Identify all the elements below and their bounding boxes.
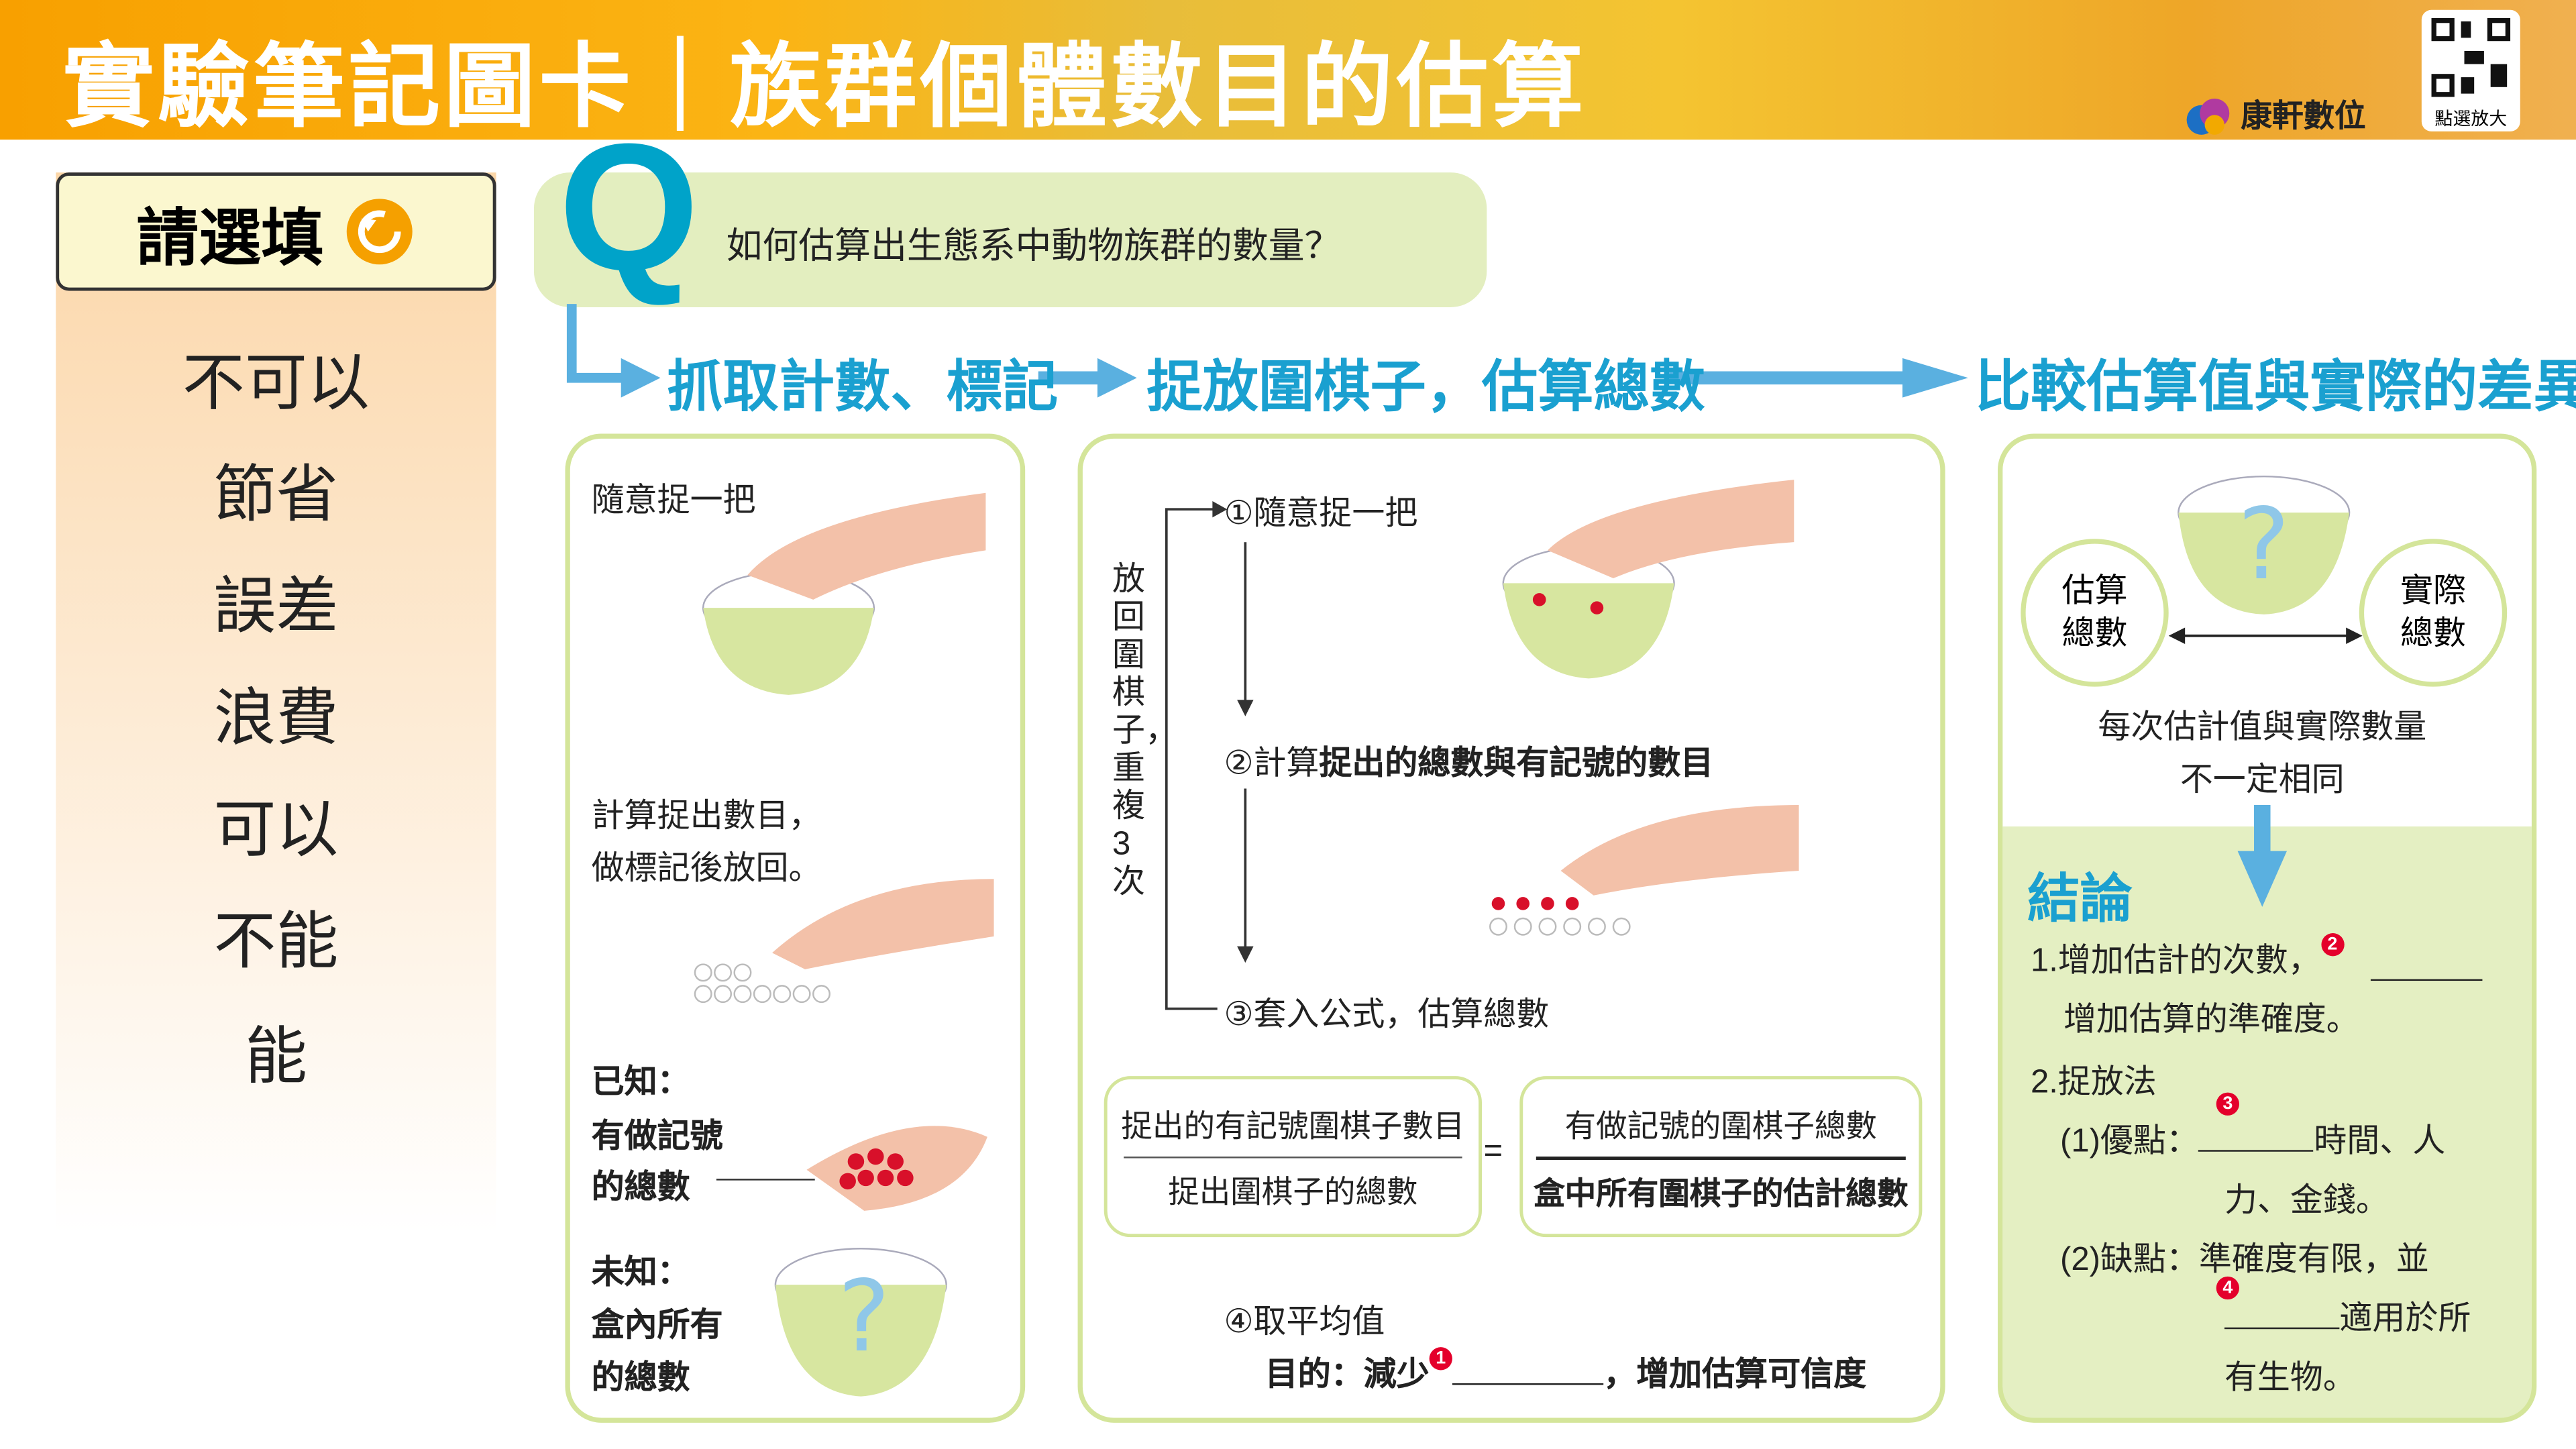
down-arrow-icon — [2237, 805, 2288, 907]
answer-blank-2[interactable] — [2370, 943, 2483, 981]
disadvantage-suffix: 準確度有限，並 — [2198, 1242, 2429, 1279]
page-title: 實驗筆記圖卡｜族群個體數目的估算 — [62, 34, 1587, 138]
conclusion-1: 1.增加估計的次數，2 — [2031, 933, 2344, 981]
option-neng[interactable]: 能 — [244, 1023, 307, 1093]
disadvantage-line-2: 適用於所 — [2339, 1301, 2471, 1338]
grab-text: 隨意捉一把 — [591, 483, 756, 519]
qr-code-icon — [2428, 15, 2514, 101]
estimated-label-2: 總數 — [2061, 616, 2128, 653]
equals-sign: = — [1483, 1133, 1503, 1170]
option-keyi[interactable]: 可以 — [213, 796, 339, 866]
fraction-line — [1536, 1157, 1906, 1160]
sidebar-header: 請選填 — [56, 172, 496, 291]
fraction-line — [1124, 1157, 1462, 1159]
option-jiesheng[interactable]: 節省 — [213, 462, 339, 531]
hand-marked-stones-illustration — [716, 1126, 987, 1211]
bowl-hand-illustration — [702, 492, 986, 695]
answer-blank-4[interactable] — [2224, 1291, 2340, 1330]
step-3-label: 比較估算值與實際的差異 — [1974, 356, 2576, 419]
step-2-bold: 捉出的總數與有記號的數目 — [1319, 745, 1714, 782]
qr-code-button[interactable]: 點選放大 — [2421, 9, 2520, 131]
fraction-population-denominator: 盒中所有圍棋子的估計總數 — [1534, 1177, 1909, 1213]
advantage-text: (1)優點： 時間、人 — [2060, 1114, 2445, 1161]
disadvantage-text-2: 適用於所 — [2224, 1291, 2471, 1339]
option-langfei[interactable]: 浪費 — [213, 685, 339, 755]
known-label: 已知： — [591, 1064, 690, 1101]
bowl-question-illustration-2: ? — [2178, 475, 2351, 614]
step-1-text: ①隨意捉一把 — [1224, 496, 1418, 533]
question-box — [533, 172, 1487, 307]
unknown-label: 未知： — [591, 1255, 690, 1291]
step-3-text: ③套入公式，估算總數 — [1224, 997, 1550, 1034]
bowl-question-illustration: ? — [774, 1248, 947, 1397]
unknown-text-2: 的總數 — [591, 1360, 690, 1397]
svg-text:?: ? — [2238, 487, 2290, 602]
blank-badge-3: 3 — [2216, 1092, 2239, 1116]
unknown-text-1: 盒內所有 — [591, 1307, 723, 1344]
step-2-prefix: ②計算 — [1224, 745, 1320, 782]
qr-label: 點選放大 — [2434, 110, 2508, 130]
bowl-hand-illustration-2 — [1502, 480, 1794, 679]
refresh-icon[interactable] — [343, 195, 416, 268]
option-bukeyi[interactable]: 不可以 — [182, 350, 370, 419]
hand-marking-illustration-2 — [1489, 805, 1799, 936]
disadvantage-label: (2)缺點： — [2060, 1242, 2199, 1279]
question-text: 如何估算出生態系中動物族群的數量？ — [726, 225, 1341, 266]
repeat-label: 放回圍棋子，重複3次 — [1112, 561, 1178, 901]
sidebar-title: 請選填 — [136, 204, 324, 274]
answer-blank-1[interactable] — [1452, 1347, 1604, 1385]
fraction-sample-denominator: 捉出圍棋子的總數 — [1168, 1176, 1418, 1211]
answer-blank-3[interactable] — [2198, 1114, 2314, 1152]
actual-label-1: 實際 — [2400, 573, 2466, 610]
fraction-population: 有做記號的圍棋子總數 盒中所有圍棋子的估計總數 — [1519, 1076, 1923, 1238]
blank-badge-1: 1 — [1429, 1347, 1452, 1371]
estimated-total-bubble: 估算總數 — [2021, 539, 2169, 687]
fraction-sample-numerator: 捉出的有記號圍棋子數目 — [1121, 1110, 1465, 1145]
blank-badge-2: 2 — [2320, 933, 2344, 957]
down-arrows — [1237, 542, 1254, 963]
advantage-text-2: 力、金錢。 — [2224, 1183, 2389, 1220]
known-text-1: 有做記號 — [591, 1118, 723, 1155]
advantage-suffix: 時間、人 — [2314, 1124, 2446, 1160]
answer-sidebar — [56, 172, 496, 1421]
conclusion-title: 結論 — [2027, 869, 2133, 928]
flow-arrows — [566, 304, 1968, 398]
brand-logo: 康軒數位 — [2185, 92, 2366, 136]
step-4-text: ④取平均值 — [1224, 1304, 1385, 1341]
disadvantage-text: (2)缺點：準確度有限，並 — [2060, 1232, 2429, 1280]
purpose-prefix: 目的：減少 — [1265, 1356, 1430, 1393]
conclusion-1-cont: 增加估算的準確度。 — [2063, 1002, 2359, 1038]
option-buneng[interactable]: 不能 — [213, 908, 339, 978]
fraction-sample: 捉出的有記號圍棋子數目 捉出圍棋子的總數 — [1104, 1076, 1482, 1238]
brand-icon — [2186, 97, 2230, 134]
header-banner — [0, 0, 2576, 140]
purpose-suffix: ，增加估算可信度 — [1603, 1356, 1867, 1393]
fraction-population-numerator: 有做記號的圍棋子總數 — [1564, 1110, 1877, 1145]
hand-marking-illustration — [694, 879, 994, 1004]
difference-text-1: 每次估計值與實際數量 — [2098, 709, 2427, 746]
svg-text:?: ? — [838, 1259, 890, 1374]
loop-arrow — [1165, 500, 1228, 1010]
count-text-2: 做標記後放回。 — [591, 851, 822, 888]
step-2-text: ②計算捉出的總數與有記號的數目 — [1224, 736, 1714, 784]
step-1-label: 抓取計數、標記 — [667, 356, 1059, 419]
question-letter: Q — [558, 107, 700, 309]
conclusion-1-text: 1.增加估計的次數， — [2030, 943, 2321, 979]
option-wucha[interactable]: 誤差 — [213, 573, 339, 643]
advantage-label: (1)優點： — [2060, 1124, 2199, 1160]
difference-text-2: 不一定相同 — [2180, 762, 2345, 799]
actual-label-2: 總數 — [2400, 616, 2466, 653]
known-text-2: 的總數 — [591, 1169, 690, 1206]
step-2-label: 捉放圍棋子，估算總數 — [1146, 356, 1706, 419]
count-text-1: 計算捉出數目， — [591, 798, 822, 835]
disadvantage-text-3: 有生物。 — [2224, 1360, 2356, 1397]
brand-name: 康軒數位 — [2241, 100, 2366, 135]
blank-badge-4: 4 — [2216, 1276, 2239, 1300]
estimated-label-1: 估算 — [2061, 573, 2128, 610]
conclusion-2: 2.捉放法 — [2030, 1064, 2157, 1101]
double-arrow — [2168, 627, 2363, 645]
actual-total-bubble: 實際總數 — [2359, 539, 2508, 687]
